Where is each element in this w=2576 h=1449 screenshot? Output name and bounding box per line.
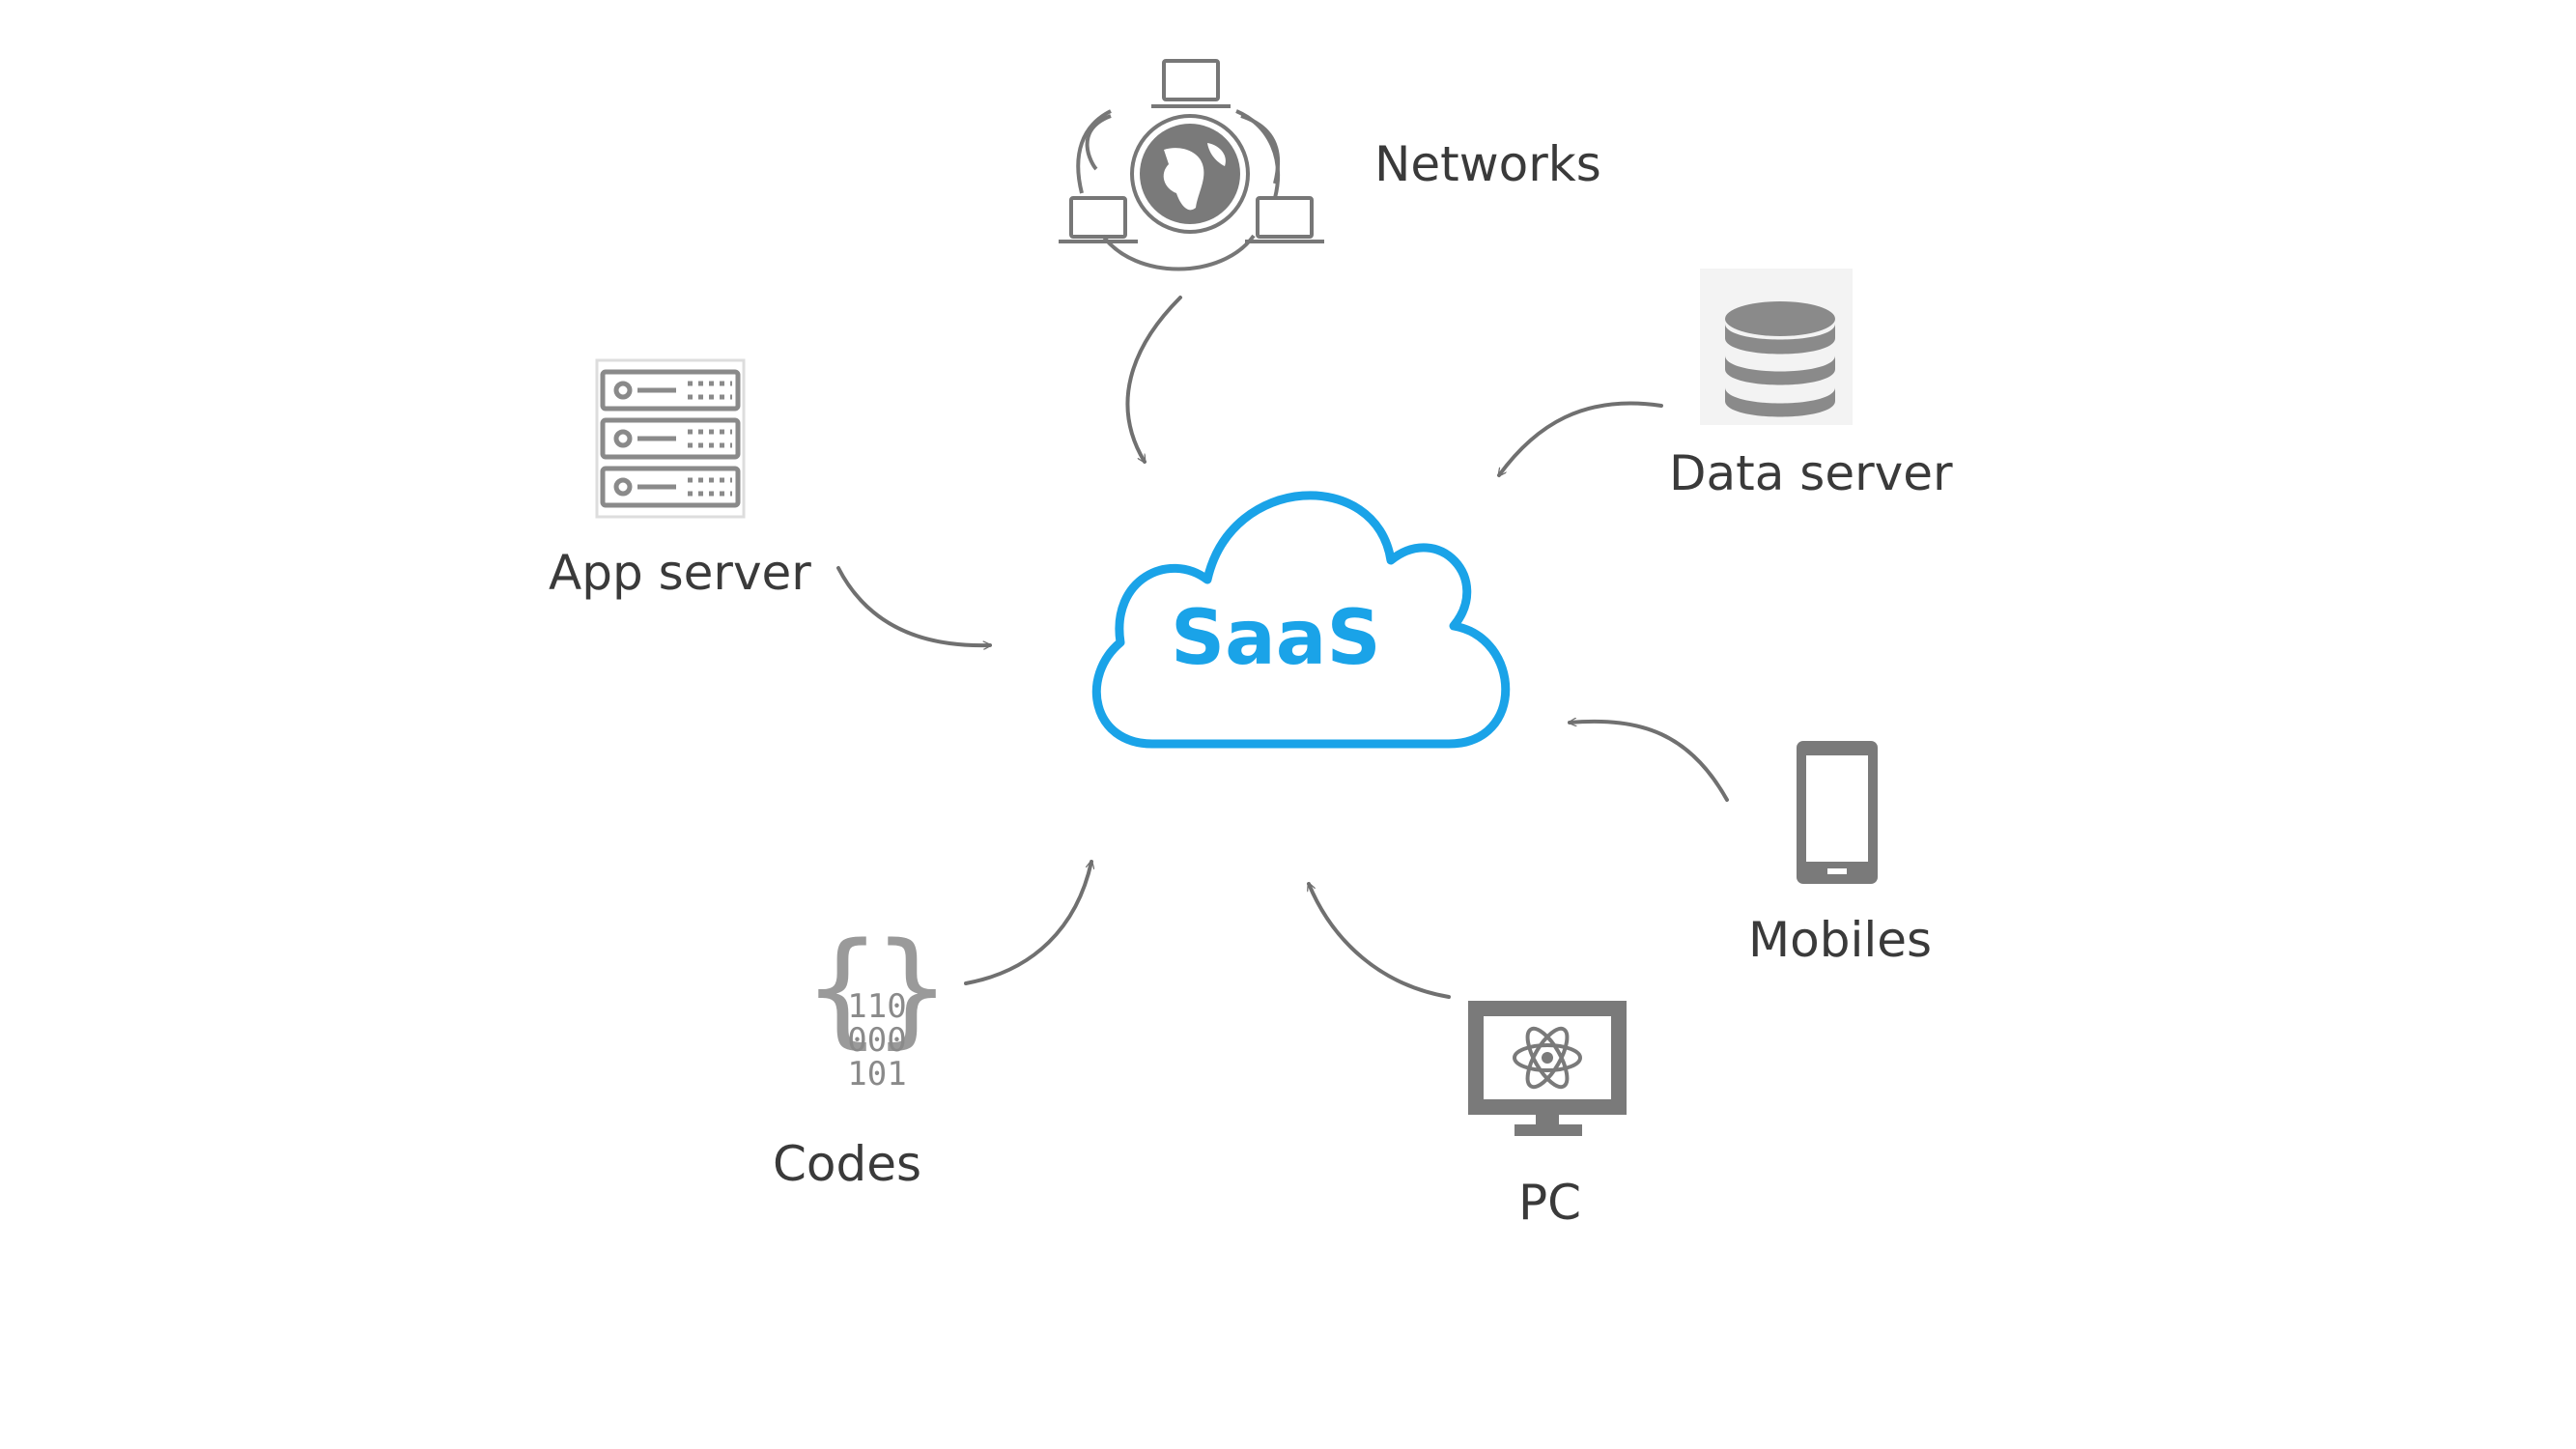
arrow-mobiles-to-saas: [1570, 722, 1729, 802]
svg-text:000: 000: [847, 1021, 906, 1060]
app-server-label: App server: [549, 545, 811, 601]
arrow-networks-to-saas: [1125, 296, 1182, 462]
networks-label: Networks: [1374, 136, 1601, 192]
pc-label: PC: [1518, 1175, 1582, 1231]
saas-cloud-shape: [1092, 491, 1511, 749]
globe-network-icon: [1059, 59, 1324, 271]
svg-text:110: 110: [847, 987, 906, 1026]
mobiles-label: Mobiles: [1748, 912, 1933, 968]
data-server-label: Data server: [1669, 445, 1953, 501]
server-rack-icon: [595, 358, 746, 519]
database-icon: [1700, 269, 1853, 425]
mobile-phone-icon: [1797, 741, 1878, 884]
svg-text:{: {: [805, 917, 879, 1061]
arrow-app-server-to-saas: [836, 566, 992, 645]
binary-code-icon: { } 110 000 101: [805, 917, 948, 1094]
codes-label: Codes: [773, 1136, 922, 1192]
svg-text:101: 101: [847, 1055, 906, 1094]
arrow-pc-to-saas: [1309, 884, 1451, 999]
desktop-atom-icon: [1468, 1001, 1627, 1136]
svg-text:}: }: [874, 917, 948, 1061]
arrow-codes-to-saas: [964, 862, 1091, 985]
arrow-data-server-to-saas: [1497, 401, 1663, 475]
saas-label: SaaS: [1171, 595, 1381, 682]
